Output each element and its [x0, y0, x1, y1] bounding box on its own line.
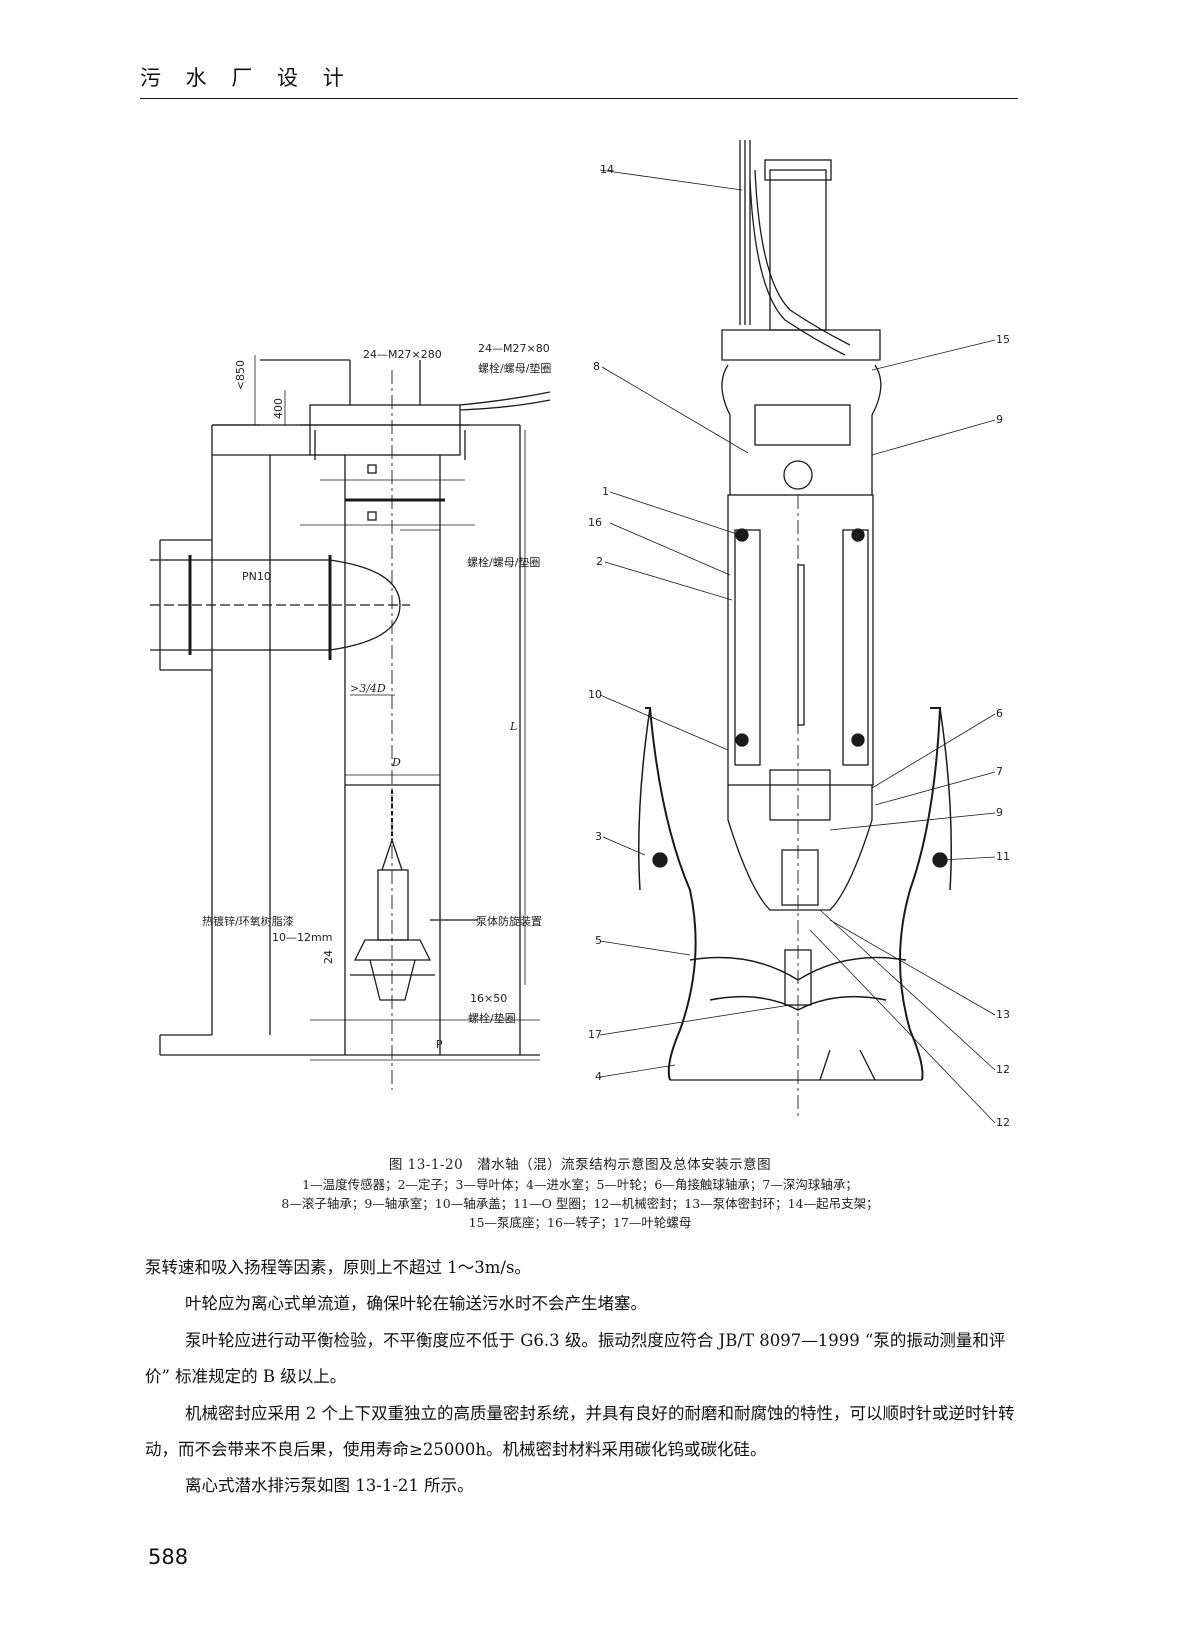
callout-16: 16: [588, 516, 602, 529]
paragraph-1: 泵转速和吸入扬程等因素，原则上不超过 1～3m/s。: [145, 1258, 531, 1277]
callout-11: 11: [996, 850, 1010, 863]
dim-bolt-b: 24—M27×80: [478, 342, 550, 355]
header-rule: [140, 98, 1018, 99]
running-header: 污 水 厂 设 计: [140, 66, 353, 90]
paragraph-5: 离心式潜水排污泵如图 13-1-21 所示。: [185, 1476, 474, 1496]
dim-length: L: [510, 720, 518, 733]
callout-1: 1: [602, 485, 609, 498]
figure-caption: 图 13-1-20 潜水轴（混）流泵结构示意图及总体安装示意图 1—温度传感器；…: [140, 1156, 1020, 1232]
dim-pn10: PN10: [242, 570, 271, 583]
page-number: 588: [148, 1545, 189, 1569]
dim-diameter: D: [392, 756, 401, 769]
caption-legend-line-1: 1—温度传感器；2—定子；3—导叶体；4—进水室；5—叶轮；6—角接触球轴承；7…: [302, 1177, 858, 1192]
callout-3: 3: [595, 830, 602, 843]
dim-p: P: [436, 1038, 443, 1051]
dim-anchor-hardware: 螺栓/垫圈: [468, 1012, 516, 1025]
dim-height-24: 24: [322, 950, 335, 964]
dim-bolt-hardware-top: 螺栓/螺母/垫圈: [478, 362, 552, 375]
callout-9-top: 9: [996, 413, 1003, 426]
callout-4: 4: [595, 1070, 602, 1083]
paragraph-3: 泵叶轮应进行动平衡检验，不平衡度应不低于 G6.3 级。振动烈度应符合 JB/T…: [145, 1330, 1006, 1387]
callout-6: 6: [996, 707, 1003, 720]
figure: 24—M27×280 24—M27×80 螺栓/螺母/垫圈 <850 400 螺…: [130, 130, 1030, 1140]
callout-17: 17: [588, 1028, 602, 1041]
callout-9-bottom: 9: [996, 806, 1003, 819]
callout-8: 8: [593, 360, 600, 373]
callout-12-a: 12: [996, 1063, 1010, 1076]
paragraph-4: 机械密封应采用 2 个上下双重独立的高质量密封系统，并具有良好的耐磨和耐腐蚀的特…: [145, 1403, 1015, 1460]
dim-height-850: <850: [234, 360, 247, 391]
dim-anti-rotation: 泵体防旋装置: [476, 915, 542, 928]
dim-anchor-bolt: 16×50: [470, 992, 508, 1005]
callout-13: 13: [996, 1008, 1010, 1021]
dim-bolt-a: 24—M27×280: [363, 348, 442, 361]
caption-title: 图 13-1-20 潜水轴（混）流泵结构示意图及总体安装示意图: [388, 1157, 772, 1173]
caption-legend-line-3: 15—泵底座；16—转子；17—叶轮螺母: [468, 1215, 692, 1230]
body-text: 泵转速和吸入扬程等因素，原则上不超过 1～3m/s。 叶轮应为离心式单流道，确保…: [145, 1250, 1030, 1505]
callout-5: 5: [595, 934, 602, 947]
callout-12-b: 12: [996, 1116, 1010, 1129]
callout-10: 10: [588, 688, 602, 701]
caption-legend-line-2: 8—滚子轴承；9—轴承室；10—轴承盖；11—O 型圈；12—机械密封；13—泵…: [281, 1196, 879, 1211]
dim-height-400: 400: [272, 398, 285, 419]
paragraph-2: 叶轮应为离心式单流道，确保叶轮在输送污水时不会产生堵塞。: [185, 1294, 647, 1314]
callout-2: 2: [596, 555, 603, 568]
callout-7: 7: [996, 765, 1003, 778]
dim-coating: 热镀锌/环氧树脂漆: [202, 915, 294, 928]
figure-drawing: [150, 140, 996, 1124]
callout-15: 15: [996, 333, 1010, 346]
installation-drawing: [150, 355, 551, 1090]
pump-section-drawing: [599, 140, 996, 1124]
dim-coating-thickness: 10—12mm: [272, 931, 333, 944]
callout-14: 14: [600, 163, 614, 176]
dim-clearance: >3/4D: [350, 682, 386, 695]
dim-bolt-hardware-mid: 螺栓/螺母/垫圈: [467, 556, 541, 569]
